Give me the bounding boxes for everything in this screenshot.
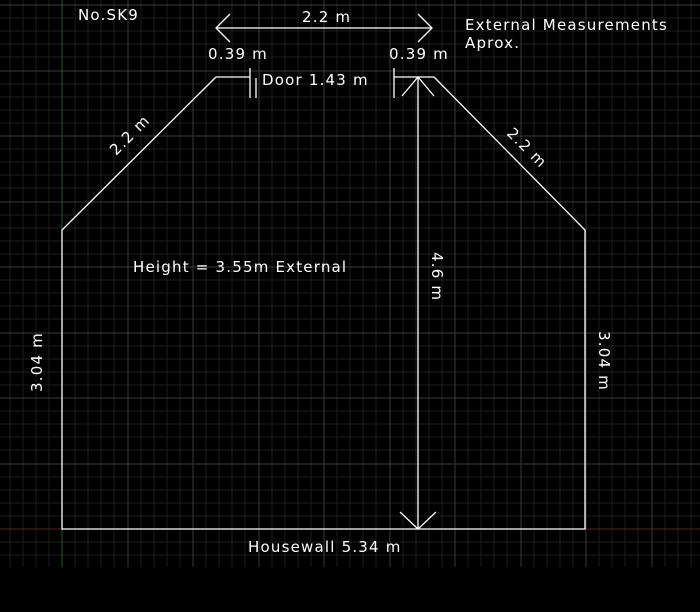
grid-fine [0, 0, 700, 567]
note-aprox: Aprox. [465, 34, 520, 52]
depth-label: 4.6 m [428, 252, 446, 301]
right-wall-label: 3.04 m [595, 331, 613, 391]
bottom-band [0, 567, 700, 612]
housewall-label: Housewall 5.34 m [248, 538, 402, 556]
note-external-measurements: External Measurements [465, 16, 668, 34]
left-offset-label: 0.39 m [208, 45, 268, 63]
building-outline [61, 76, 586, 530]
floor-plan-canvas: No.SK9 External Measurements Aprox. 2.2 … [0, 0, 700, 567]
grid-major [0, 0, 700, 567]
top-width-label: 2.2 m [302, 8, 351, 26]
door-width-label: Door 1.43 m [262, 71, 369, 89]
top-dimension-arrow [215, 13, 433, 43]
height-label: Height = 3.55m External [133, 258, 347, 276]
left-wall-label: 3.04 m [28, 332, 46, 392]
depth-dimension-arrow [399, 75, 437, 530]
drawing-id-label: No.SK9 [78, 6, 139, 24]
right-offset-label: 0.39 m [389, 45, 449, 63]
